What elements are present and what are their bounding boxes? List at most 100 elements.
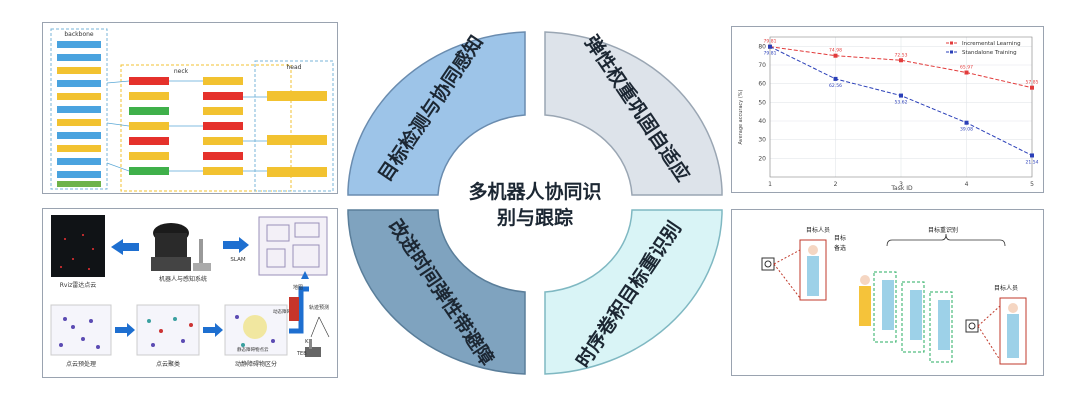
chart-plot-area [769, 36, 1033, 178]
pointcloud-preprocess-image [50, 304, 112, 356]
dyn-static-caption: 动静障碍物区分 [235, 360, 277, 368]
target-person-box [799, 239, 827, 301]
person-icon [1007, 303, 1019, 358]
teb-label: TEB [296, 351, 307, 357]
chart-x-tick-label: 3 [899, 181, 903, 188]
backbone-blocks [57, 41, 101, 187]
chart-point [768, 44, 772, 49]
chart-y-tick-label: 20 [758, 155, 766, 162]
legend-marker [950, 50, 953, 54]
chart-x-tick-label: 4 [965, 181, 969, 188]
target-person-box-2 [999, 297, 1027, 365]
arrow-icon [203, 323, 223, 337]
legend-label: Standalone Training [962, 50, 1017, 56]
pipeline-diagram: Rviz雷达点云 机器人与感知系统 SLAM 点云预处理 [50, 215, 330, 368]
chart-point [1030, 85, 1034, 90]
dynamic-static-image [224, 304, 288, 356]
neck-label: neck [174, 68, 189, 75]
dynamic-obstacle-label: 动态障碍物 [273, 308, 296, 315]
candidate-label-1: 目标 [834, 234, 846, 242]
candidate-person-icon [859, 275, 871, 326]
person-icon [807, 245, 819, 296]
preprocess-caption: 点云预处理 [66, 360, 96, 368]
head-frame [254, 60, 334, 192]
reid-diagram: 目标人员 目标 备选 目标重识别 目标人员 [761, 226, 1027, 365]
chart-data-label: 21.54 [1026, 159, 1039, 165]
neck-blocks [129, 77, 243, 175]
lidar-caption: Rviz雷达点云 [60, 281, 97, 289]
chart-data-label: 79.81 [764, 51, 777, 57]
map-icon [258, 216, 328, 276]
chart-y-tick-label: 60 [758, 81, 766, 88]
chart-y-tick-label: 80 [758, 43, 766, 50]
quadrant-top-right [544, 31, 723, 196]
candidate-frames [873, 271, 953, 363]
chart-point [964, 120, 969, 125]
center-title-line1: 多机器人协同识 [468, 180, 601, 203]
kf-arrow [289, 286, 309, 334]
camera-icon [965, 319, 979, 333]
neck-frame [120, 64, 292, 192]
robot-icon [151, 223, 211, 271]
person-icon [289, 297, 299, 321]
chart-y-axis-label: Average accuracy (%) [738, 89, 744, 144]
backbone-label: backbone [64, 31, 94, 38]
chart-y-tick-label: 40 [758, 118, 766, 125]
lidar-pointcloud-image [51, 215, 105, 277]
chart-y-tick-label: 70 [758, 62, 766, 69]
network-diagram: backbone neck [50, 28, 334, 192]
chart-x-tick-label: 2 [834, 181, 838, 188]
head-blocks [267, 91, 327, 177]
quadrant-bottom-left [347, 209, 526, 375]
reid-bracket [886, 233, 1006, 247]
quadrant-bottom-right [544, 209, 723, 375]
target-person-label-2: 目标人员 [994, 284, 1018, 292]
chart-data-label: 79.81 [764, 39, 777, 45]
chart-y-tick-label: 30 [758, 137, 766, 144]
chart-point [833, 76, 838, 81]
arrow-icon [223, 237, 249, 253]
chart-data-label: 57.85 [1026, 80, 1039, 86]
quadrant-top-left [347, 31, 526, 196]
backbone-frame [50, 28, 108, 190]
chart-point [899, 93, 903, 98]
candidate-label-2: 备选 [834, 244, 846, 252]
chart-x-axis-label: Task ID [890, 185, 913, 192]
target-person-label-1: 目标人员 [806, 226, 830, 234]
center-title-line2: 别与跟踪 [496, 206, 573, 229]
chart-point [1030, 153, 1034, 158]
pointcloud-cluster-image [136, 304, 200, 356]
chart-data-label: 39.08 [960, 127, 973, 133]
network-architecture-panel: backbone neck [42, 22, 338, 194]
chart-point [899, 58, 903, 63]
chart-point [833, 53, 838, 58]
chart-data-label: 72.53 [895, 52, 908, 58]
reid-label: 目标重识别 [928, 226, 958, 234]
chart-series: 79.8174.9872.5365.9757.8579.8162.5653.62… [764, 39, 1039, 166]
arrow-icon [111, 239, 139, 255]
quadrant-ring-diagram: 目标检测与协同感知 弹性权重巩固自适应 改进时间弹性带避障 时序卷积目标重识别 … [347, 31, 723, 375]
teb-robot-icon [305, 339, 321, 357]
head-label: head [287, 64, 302, 71]
robot-caption: 机器人与感知系统 [159, 275, 207, 283]
static-obstacle-label: 静态障碍物点云 [237, 346, 269, 353]
slam-label: SLAM [230, 257, 245, 263]
map-caption: 地图 [293, 284, 303, 291]
traj-caption: 轨迹预测 [309, 304, 329, 311]
chart-x-tick-label: 5 [1030, 181, 1034, 188]
kf-label: KF [305, 339, 312, 345]
chart-data-label: 53.62 [895, 100, 908, 106]
legend-label: Incremental Learning [962, 41, 1021, 47]
camera-icon [761, 257, 775, 271]
chart-data-label: 65.97 [960, 65, 973, 71]
perception-pipeline-panel: Rviz雷达点云 机器人与感知系统 SLAM 点云预处理 [42, 208, 338, 378]
cluster-caption: 点云聚类 [156, 360, 180, 368]
chart-point [964, 70, 969, 75]
legend-marker [950, 41, 953, 45]
chart-series-line-1 [769, 46, 1033, 89]
